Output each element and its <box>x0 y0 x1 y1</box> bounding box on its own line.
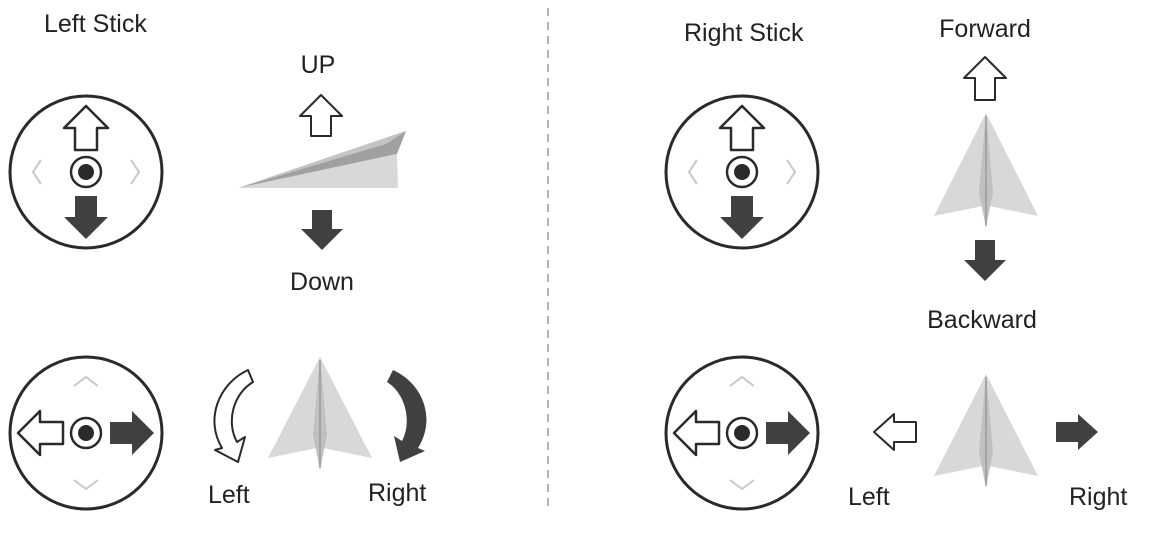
throttle-up-label: UP <box>300 51 336 79</box>
right-solid-arrow-icon <box>1056 414 1098 450</box>
right-stick-title: Right Stick <box>684 19 804 47</box>
right-stick-pitch-joystick-icon <box>664 94 820 250</box>
pitch-forward-label: Forward <box>939 15 1031 43</box>
yaw-left-label: Left <box>208 481 250 509</box>
right-solid-arrow-icon <box>110 411 154 455</box>
forward-outline-arrow-icon <box>963 56 1007 101</box>
paper-plane-top-icon <box>268 357 372 470</box>
left-outline-arrow-icon <box>873 413 917 451</box>
left-outline-arrow-icon <box>16 409 65 457</box>
left-stick-yaw-joystick-icon <box>8 355 164 511</box>
roll-right-label: Right <box>1069 483 1128 511</box>
yaw-right-label: Right <box>368 479 427 507</box>
forward-outline-arrow-icon <box>718 104 766 152</box>
up-outline-arrow-icon <box>62 104 110 152</box>
backward-solid-arrow-icon <box>720 196 764 239</box>
right-stick-roll-joystick-icon <box>664 355 820 511</box>
paper-plane-top-icon <box>934 113 1038 228</box>
counterclockwise-outline-curved-arrow-icon <box>213 369 254 463</box>
down-solid-arrow-icon <box>301 210 343 250</box>
left-outline-arrow-icon <box>672 409 721 457</box>
left-stick-title: Left Stick <box>44 10 147 38</box>
paper-plane-side-icon <box>238 131 406 188</box>
left-stick-throttle-joystick-icon <box>8 94 164 250</box>
roll-left-label: Left <box>848 483 890 511</box>
right-solid-arrow-icon <box>766 411 810 455</box>
throttle-down-label: Down <box>290 268 354 296</box>
backward-solid-arrow-icon <box>964 240 1006 281</box>
pitch-backward-label: Backward <box>927 306 1037 334</box>
up-outline-arrow-icon <box>299 94 343 137</box>
paper-plane-top-icon <box>934 374 1038 488</box>
down-solid-arrow-icon <box>64 196 108 239</box>
clockwise-solid-curved-arrow-icon <box>387 370 427 462</box>
